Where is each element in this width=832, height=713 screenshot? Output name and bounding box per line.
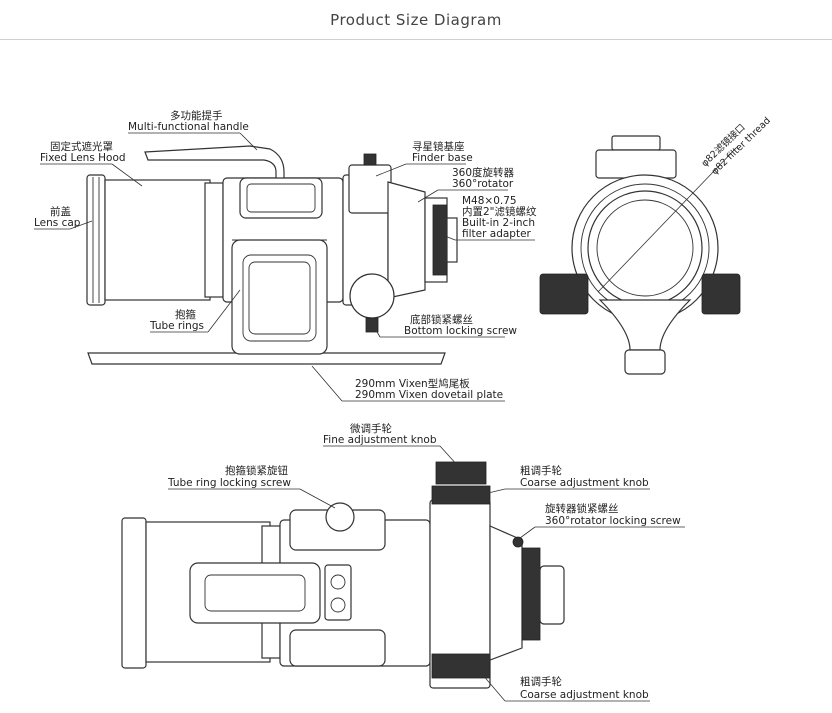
- top-fine-knob: [435, 461, 487, 485]
- label-rings-en: Tube rings: [149, 320, 204, 332]
- top-rotator-screw: [512, 536, 524, 548]
- top-view-drawing: [121, 461, 565, 689]
- rear-left-knob: [539, 273, 589, 315]
- label-ring-screw-en: Tube ring locking screw: [167, 477, 291, 489]
- label-bottom-screw-en: Bottom locking screw: [404, 325, 517, 337]
- top-coarse-knob-upper: [431, 485, 491, 505]
- label-finder-cn: 寻星镜基座: [412, 140, 465, 153]
- page-title: Product Size Diagram: [330, 10, 502, 29]
- rotator-shape: [387, 181, 426, 299]
- label-rot-screw-cn: 旋转器锁紧螺丝: [545, 502, 619, 515]
- label-dovetail-en: 290mm Vixen dovetail plate: [355, 389, 503, 401]
- label-coarse-bottom-cn: 粗调手轮: [520, 675, 562, 688]
- label-coarse-top-cn: 粗调手轮: [520, 464, 562, 477]
- top-ring-screw-knob: [325, 502, 355, 532]
- top-coarse-knob-lower: [431, 653, 491, 679]
- rear-right-knob: [701, 273, 741, 315]
- top-rotator: [521, 547, 541, 641]
- rear-base-shape: [624, 349, 666, 375]
- label-cap-cn: 前盖: [50, 205, 71, 218]
- label-fine-cn: 微调手轮: [350, 422, 392, 435]
- label-filter-1: M48×0.75: [462, 195, 517, 207]
- top-lens-cap: [121, 517, 147, 669]
- label-rot-screw-en: 360°rotator locking screw: [545, 515, 681, 527]
- dovetail-plate-shape: [87, 352, 446, 365]
- label-rotator-cn: 360度旋转器: [452, 166, 515, 179]
- hood-ring-shape: [204, 182, 224, 298]
- side-view-labels: 多功能提手 Multi-functional handle 固定式遮光罩 Fix…: [34, 109, 537, 402]
- label-coarse-bottom-en: Coarse adjustment knob: [520, 689, 649, 701]
- label-dovetail-cn: 290mm Vixen型鸠尾板: [355, 377, 470, 390]
- lens-hood-shape: [104, 179, 211, 301]
- label-filter-3: Built-in 2-inch: [462, 217, 535, 229]
- label-filter-2: 内置2"滤镜螺纹: [462, 205, 537, 218]
- label-rings-cn: 抱箍: [175, 308, 196, 321]
- label-rotator-en: 360°rotator: [452, 178, 514, 190]
- label-hood-cn: 固定式遮光罩: [50, 140, 113, 153]
- label-handle-cn: 多功能提手: [170, 109, 223, 122]
- bottom-screw-shape: [365, 317, 379, 333]
- lens-cap-shape: [86, 174, 106, 306]
- label-handle-en: Multi-functional handle: [128, 121, 249, 133]
- side-view-drawing: [86, 145, 458, 365]
- top-view-labels: 微调手轮 Fine adjustment knob 抱箍锁紧旋钮 Tube ri…: [167, 422, 685, 702]
- label-hood-en: Fixed Lens Hood: [40, 152, 126, 164]
- rear-filter-thread: [587, 190, 703, 306]
- label-ring-screw-cn: 抱箍锁紧旋钮: [225, 464, 288, 477]
- rear-view-drawing: [539, 135, 741, 375]
- label-filter-4: filter adapter: [462, 228, 532, 240]
- header-bar: Product Size Diagram: [0, 0, 832, 40]
- label-fine-en: Fine adjustment knob: [323, 434, 437, 446]
- top-handle: [189, 562, 321, 624]
- bottom-knob-shape: [349, 273, 395, 319]
- label-cap-en: Lens cap: [34, 217, 81, 229]
- label-finder-en: Finder base: [412, 152, 473, 164]
- label-bottom-screw-cn: 底部锁紧螺丝: [410, 313, 473, 326]
- label-coarse-top-en: Coarse adjustment knob: [520, 477, 649, 489]
